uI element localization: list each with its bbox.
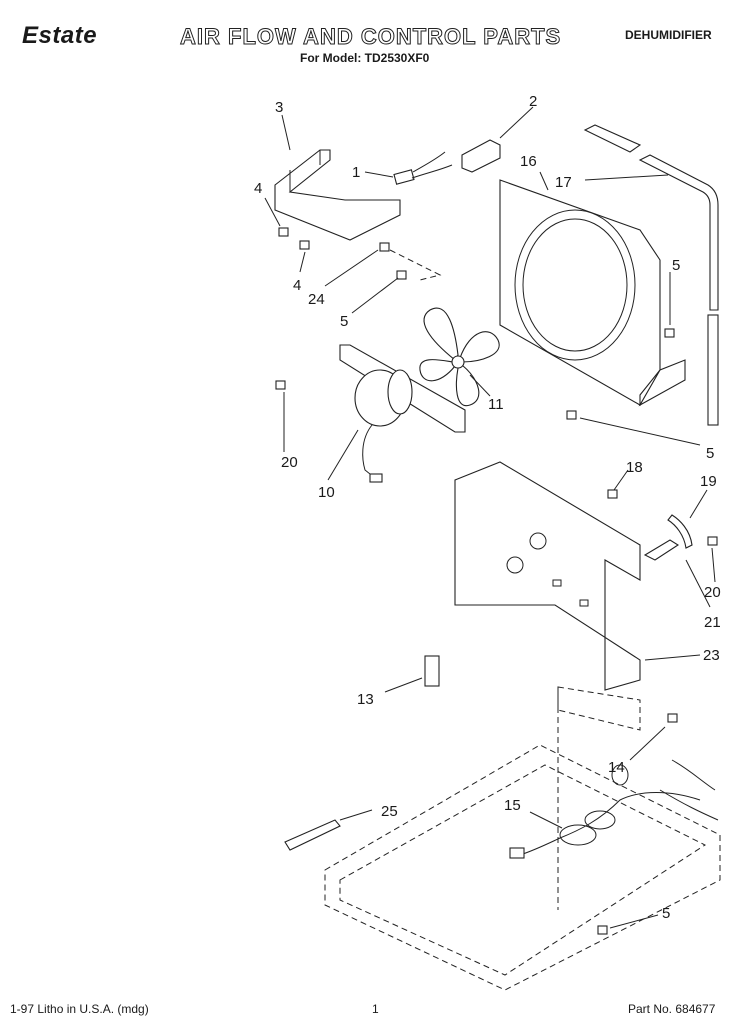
callout-2: 2 <box>529 93 537 110</box>
control-panel <box>454 461 641 691</box>
callout-5-right: 5 <box>672 257 680 274</box>
base-pan <box>324 249 721 991</box>
power-cord <box>509 759 719 859</box>
screws <box>275 227 718 935</box>
callout-5-left: 5 <box>340 313 348 330</box>
product-type: DEHUMIDIFIER <box>625 28 712 42</box>
callout-4-upper: 4 <box>254 180 262 197</box>
callout-20-left: 20 <box>281 454 298 471</box>
callout-23: 23 <box>703 647 720 664</box>
page-title: AIR FLOW AND CONTROL PARTS <box>179 24 562 50</box>
fan-blade <box>419 307 500 407</box>
callout-4-lower: 4 <box>293 277 301 294</box>
callout-5-bottom: 5 <box>662 905 670 922</box>
cord-clamp <box>643 514 693 561</box>
relay <box>461 139 501 173</box>
callout-13: 13 <box>357 691 374 708</box>
leader-lines <box>264 106 716 929</box>
model-number: For Model: TD2530XF0 <box>300 51 430 65</box>
callout-1: 1 <box>352 164 360 181</box>
callout-17: 17 <box>555 174 572 191</box>
callout-15: 15 <box>504 797 521 814</box>
fan-motor <box>339 344 466 483</box>
callout-18: 18 <box>626 459 643 476</box>
drain-tube <box>284 819 341 851</box>
callout-11: 11 <box>488 396 504 413</box>
capacitor <box>424 655 440 687</box>
callout-24: 24 <box>308 291 325 308</box>
callout-16: 16 <box>520 153 537 170</box>
callout-14: 14 <box>608 759 625 776</box>
callout-5-middle: 5 <box>706 445 714 462</box>
callout-19: 19 <box>700 473 717 490</box>
fan-shroud <box>499 179 686 407</box>
brand-logo: Estate <box>22 22 98 49</box>
footer-page-number: 1 <box>372 1002 379 1016</box>
footer-litho: 1-97 Litho in U.S.A. (mdg) <box>10 1002 149 1016</box>
seal-strips <box>583 124 719 426</box>
control-switch <box>393 151 453 185</box>
callout-3: 3 <box>275 99 283 116</box>
control-bracket <box>274 149 401 241</box>
callout-21: 21 <box>704 614 721 631</box>
callout-10: 10 <box>318 484 335 501</box>
callout-25: 25 <box>381 803 398 820</box>
footer-part-number: Part No. 684677 <box>628 1002 716 1016</box>
callout-20-right: 20 <box>704 584 721 601</box>
